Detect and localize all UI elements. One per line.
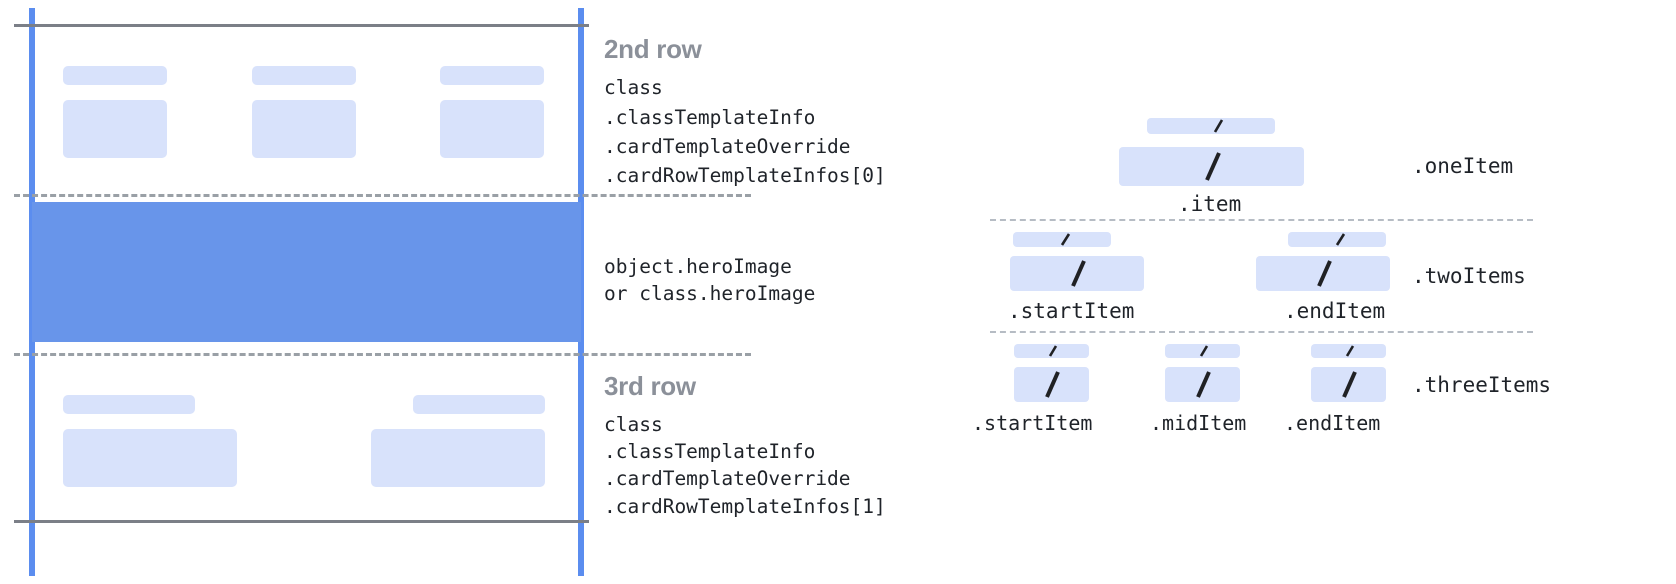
two-items-end-body-slashbox [1256,256,1390,291]
slash-icon [1199,345,1209,357]
three-items-start-body-slashbox [1014,367,1089,402]
row3-code-line-0: class [604,413,663,436]
row3-col2-title-placeholder [413,395,545,414]
slash-icon [1196,371,1211,398]
slash-icon [1048,345,1058,357]
one-item-title-slashbox [1147,118,1275,134]
two-items-end-label: .endItem [1284,299,1386,323]
three-items-mid-label: .midItem [1150,411,1247,435]
row3-col1-body-placeholder [63,429,237,487]
row3-title: 3rd row [604,371,696,401]
row2-title: 2nd row [604,34,702,64]
one-item-label: .item [1178,192,1242,216]
two-items-start-title-slashbox [1013,232,1111,247]
row3-code-line-3: .cardRowTemplateInfos[1] [604,495,886,518]
three-items-end-body-slashbox [1311,367,1386,402]
row2-code-line-1: .classTemplateInfo [604,106,816,129]
row3-col2-body-placeholder [371,429,545,487]
two-items-start-label: .startItem [1008,299,1135,323]
slash-icon [1060,233,1071,246]
slash-icon [1342,371,1357,398]
hero-code-line-0: object.heroImage [604,255,792,278]
hero-code-line-1: or class.heroImage [604,282,816,305]
group-separator-2 [990,331,1533,333]
two-items-end-title-slashbox [1288,232,1386,247]
group-separator-1 [990,219,1533,221]
three-items-group-label: .threeItems [1412,373,1552,397]
slash-icon [1317,260,1332,287]
card-top-rule [14,24,589,27]
row2-code-line-0: class [604,76,663,99]
three-items-mid-title-slashbox [1165,344,1240,358]
row2-col2-title-placeholder [252,66,356,85]
row-separator-bottom [14,353,751,356]
slash-icon [1071,260,1086,287]
three-items-end-label: .endItem [1284,411,1381,435]
slash-icon [1213,119,1224,133]
row2-col2-body-placeholder [252,100,356,158]
slash-icon [1045,371,1060,398]
slash-icon [1335,233,1346,246]
three-items-mid-body-slashbox [1165,367,1240,402]
three-items-end-title-slashbox [1311,344,1386,358]
row2-code-line-3: .cardRowTemplateInfos[0] [604,164,886,187]
one-item-body-slashbox [1119,147,1304,186]
three-items-start-label: .startItem [972,411,1093,435]
one-item-group-label: .oneItem [1412,154,1514,178]
slash-icon [1345,345,1355,357]
row2-col3-title-placeholder [440,66,544,85]
three-items-start-title-slashbox [1014,344,1089,358]
row3-code-line-2: .cardTemplateOverride [604,467,851,490]
slash-icon [1205,152,1221,181]
row2-code-line-2: .cardTemplateOverride [604,135,851,158]
row2-col3-body-placeholder [440,100,544,158]
hero-image-band [32,202,581,342]
row3-col1-title-placeholder [63,395,195,414]
row-separator-top [14,194,751,197]
row2-col1-title-placeholder [63,66,167,85]
two-items-group-label: .twoItems [1412,264,1526,288]
row3-code-line-1: .classTemplateInfo [604,440,816,463]
row2-col1-body-placeholder [63,100,167,158]
right-guide-line [578,8,584,576]
card-bottom-rule [14,520,589,523]
two-items-start-body-slashbox [1010,256,1144,291]
